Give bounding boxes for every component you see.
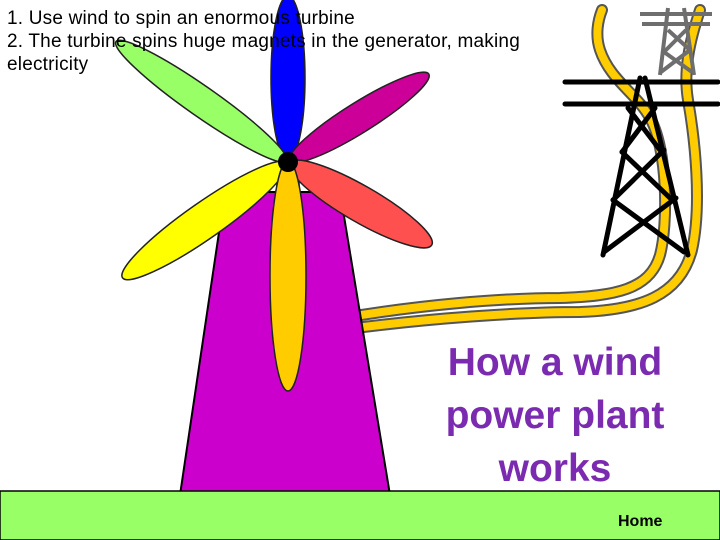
blade-bottom xyxy=(269,160,307,392)
rotor xyxy=(114,0,434,392)
title-line-1: How a wind xyxy=(447,341,663,384)
steps-text: 1. Use wind to spin an enormous turbine … xyxy=(7,7,587,76)
title-line-3: works xyxy=(498,447,612,490)
slide-title: How a wind power plant works xyxy=(420,336,690,495)
transmission-pylon xyxy=(562,75,720,258)
distant-pylon xyxy=(640,7,712,76)
power-cable xyxy=(334,4,706,336)
home-link[interactable]: Home xyxy=(618,513,663,530)
step-two: 2. The turbine spins huge magnets in the… xyxy=(7,31,520,75)
step-one: 1. Use wind to spin an enormous turbine xyxy=(7,8,355,29)
title-line-2: power plant xyxy=(445,394,665,437)
ground xyxy=(0,490,720,540)
rotor-hub xyxy=(278,152,298,172)
